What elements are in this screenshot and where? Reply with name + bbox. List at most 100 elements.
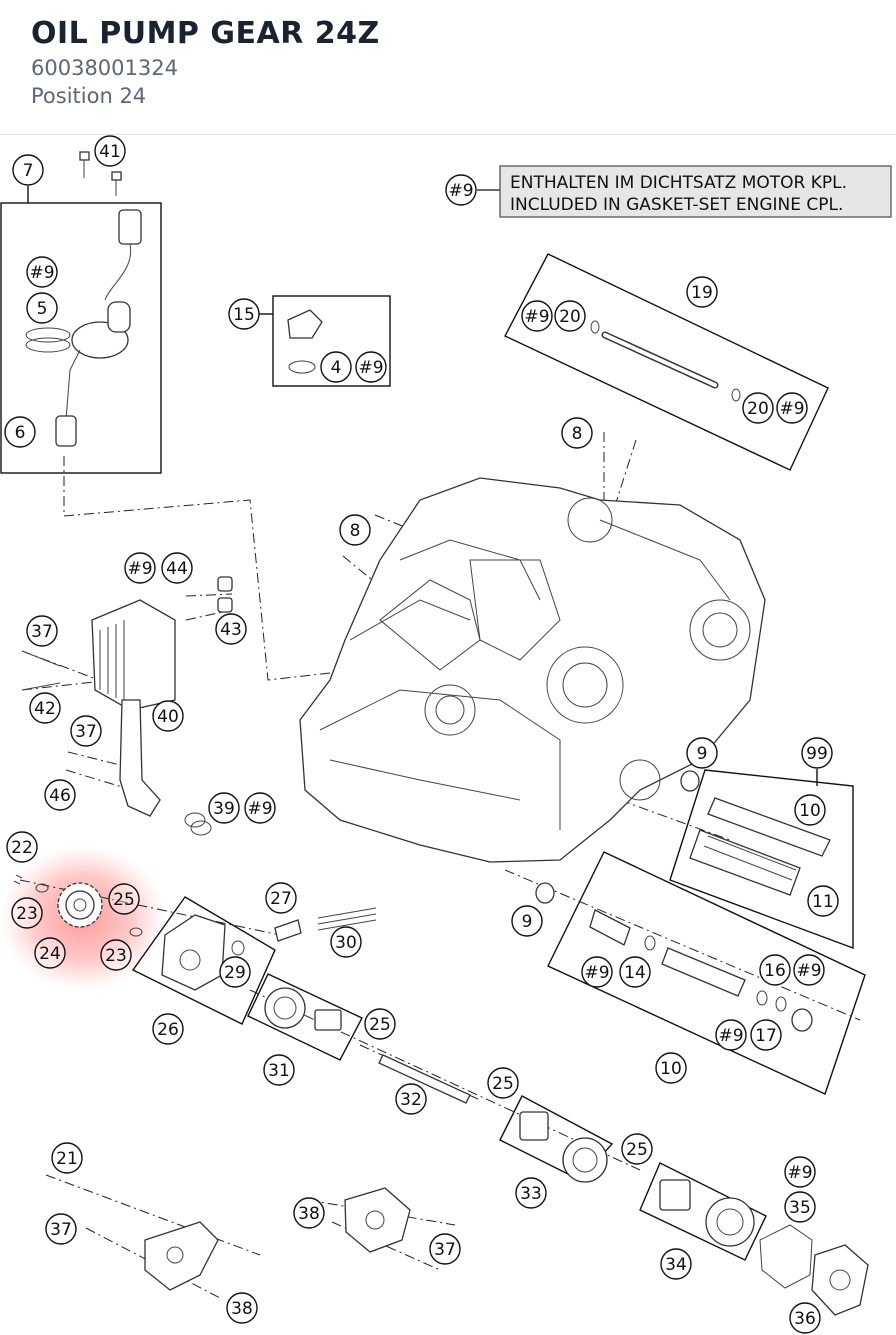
callout-marker[interactable]: 38	[293, 1197, 325, 1229]
callout-marker[interactable]: #9	[581, 956, 613, 988]
callout-label: 39	[213, 799, 235, 819]
callout-label: 11	[812, 892, 834, 912]
callout-label: 17	[755, 1026, 777, 1046]
callout-marker[interactable]: #9	[715, 1019, 747, 1051]
callout-label: 25	[492, 1074, 514, 1094]
callout-marker[interactable]: 31	[263, 1054, 295, 1086]
callout-label: 5	[37, 299, 48, 319]
callout-marker[interactable]: 25	[487, 1067, 519, 1099]
callout-marker[interactable]: 22	[6, 831, 38, 863]
callout-marker[interactable]: 8	[339, 514, 371, 546]
callout-marker[interactable]: 36	[789, 1302, 821, 1334]
callout-marker[interactable]: 25	[621, 1133, 653, 1165]
callout-label: #9	[127, 559, 152, 579]
callout-marker[interactable]: 10	[794, 794, 826, 826]
exploded-parts-diagram: ENTHALTEN IM DICHTSATZ MOTOR KPL. INCLUD…	[0, 135, 892, 1334]
callout-marker[interactable]: 20	[742, 392, 774, 424]
callout-label: 19	[691, 283, 713, 303]
callout-label: 20	[559, 307, 581, 327]
callout-marker[interactable]: #9	[521, 300, 553, 332]
callout-label: 41	[99, 142, 121, 162]
callout-label: 4	[331, 358, 342, 378]
callout-marker[interactable]: #9	[244, 792, 276, 824]
callout-marker[interactable]: 38	[226, 1292, 258, 1324]
callout-marker[interactable]: 43	[215, 613, 247, 645]
gasket-note: ENTHALTEN IM DICHTSATZ MOTOR KPL. INCLUD…	[477, 165, 892, 218]
callout-marker[interactable]: 39	[208, 792, 240, 824]
callout-label: #9	[524, 307, 549, 327]
callout-label: 40	[157, 707, 179, 727]
callout-marker[interactable]: #9	[124, 552, 156, 584]
callout-marker[interactable]: 8	[561, 417, 593, 449]
callout-marker[interactable]: 46	[44, 779, 76, 811]
callout-highlighted[interactable]: 24	[34, 937, 66, 969]
callout-marker[interactable]: #9	[445, 174, 477, 206]
callout-label: 32	[400, 1090, 422, 1110]
callout-marker[interactable]: 37	[26, 615, 58, 647]
callout-marker[interactable]: 20	[554, 300, 586, 332]
callout-marker[interactable]: #9	[784, 1156, 816, 1188]
callout-marker[interactable]: 4	[320, 351, 352, 383]
callout-marker[interactable]: 6	[4, 416, 36, 448]
callout-marker[interactable]: 9	[511, 905, 543, 937]
callout-label: 23	[105, 946, 127, 966]
callout-marker[interactable]: 37	[45, 1213, 77, 1245]
callout-marker[interactable]: 5	[26, 292, 58, 324]
callout-label: 46	[49, 786, 71, 806]
callout-label: 37	[75, 722, 97, 742]
callout-label: 9	[522, 912, 533, 932]
callout-label: #9	[787, 1163, 812, 1183]
callout-label: 26	[157, 1020, 179, 1040]
callout-label: 99	[806, 744, 828, 764]
callout-marker[interactable]: 7	[12, 154, 44, 186]
callout-highlighted[interactable]: 25	[108, 883, 140, 915]
callout-label: 25	[369, 1015, 391, 1035]
callout-marker[interactable]: 17	[750, 1019, 782, 1051]
callout-marker[interactable]: 14	[619, 956, 651, 988]
callout-marker[interactable]: 15	[228, 298, 260, 330]
callout-marker[interactable]: 32	[395, 1083, 427, 1115]
callout-marker[interactable]: #9	[776, 392, 808, 424]
callout-marker[interactable]: 34	[660, 1248, 692, 1280]
callout-marker[interactable]: 41	[94, 135, 126, 167]
callout-highlighted[interactable]: 23	[11, 897, 43, 929]
page-title: OIL PUMP GEAR 24Z	[31, 16, 380, 51]
callout-marker[interactable]: 42	[29, 692, 61, 724]
note-line-en: INCLUDED IN GASKET-SET ENGINE CPL.	[510, 195, 843, 215]
callout-marker[interactable]: 40	[152, 700, 184, 732]
position-label: Position 24	[31, 84, 147, 108]
callout-marker[interactable]: 33	[515, 1177, 547, 1209]
part-header: OIL PUMP GEAR 24Z 60038001324 Position 2…	[0, 0, 896, 135]
callout-marker[interactable]: 35	[784, 1191, 816, 1223]
callout-marker[interactable]: 19	[686, 276, 718, 308]
callout-highlighted[interactable]: 23	[100, 939, 132, 971]
callout-marker[interactable]: #9	[793, 954, 825, 986]
callout-label: 14	[624, 963, 646, 983]
callout-marker[interactable]: 26	[152, 1013, 184, 1045]
callout-label: 23	[16, 904, 38, 924]
callout-label: #9	[796, 961, 821, 981]
callout-marker[interactable]: 99	[801, 737, 833, 769]
callout-label: #9	[718, 1026, 743, 1046]
callout-marker[interactable]: 37	[429, 1233, 461, 1265]
callout-label: 25	[626, 1140, 648, 1160]
callout-marker[interactable]: 25	[364, 1008, 396, 1040]
callout-marker[interactable]: 37	[70, 715, 102, 747]
callout-marker[interactable]: 9	[686, 737, 718, 769]
callout-marker[interactable]: 11	[807, 885, 839, 917]
callout-marker[interactable]: 21	[51, 1142, 83, 1174]
callout-marker[interactable]: 27	[265, 882, 297, 914]
callout-label: #9	[358, 358, 383, 378]
callout-marker[interactable]: 10	[655, 1052, 687, 1084]
callout-marker[interactable]: 30	[330, 926, 362, 958]
engine-crankcase	[299, 477, 766, 863]
callout-marker[interactable]: 44	[161, 552, 193, 584]
callout-marker[interactable]: #9	[26, 256, 58, 288]
callout-label: #9	[584, 963, 609, 983]
callout-label: 29	[224, 963, 246, 983]
callout-marker[interactable]: 29	[219, 956, 251, 988]
callout-label: 35	[789, 1198, 811, 1218]
callout-marker[interactable]: 16	[759, 954, 791, 986]
callout-marker[interactable]: #9	[355, 351, 387, 383]
